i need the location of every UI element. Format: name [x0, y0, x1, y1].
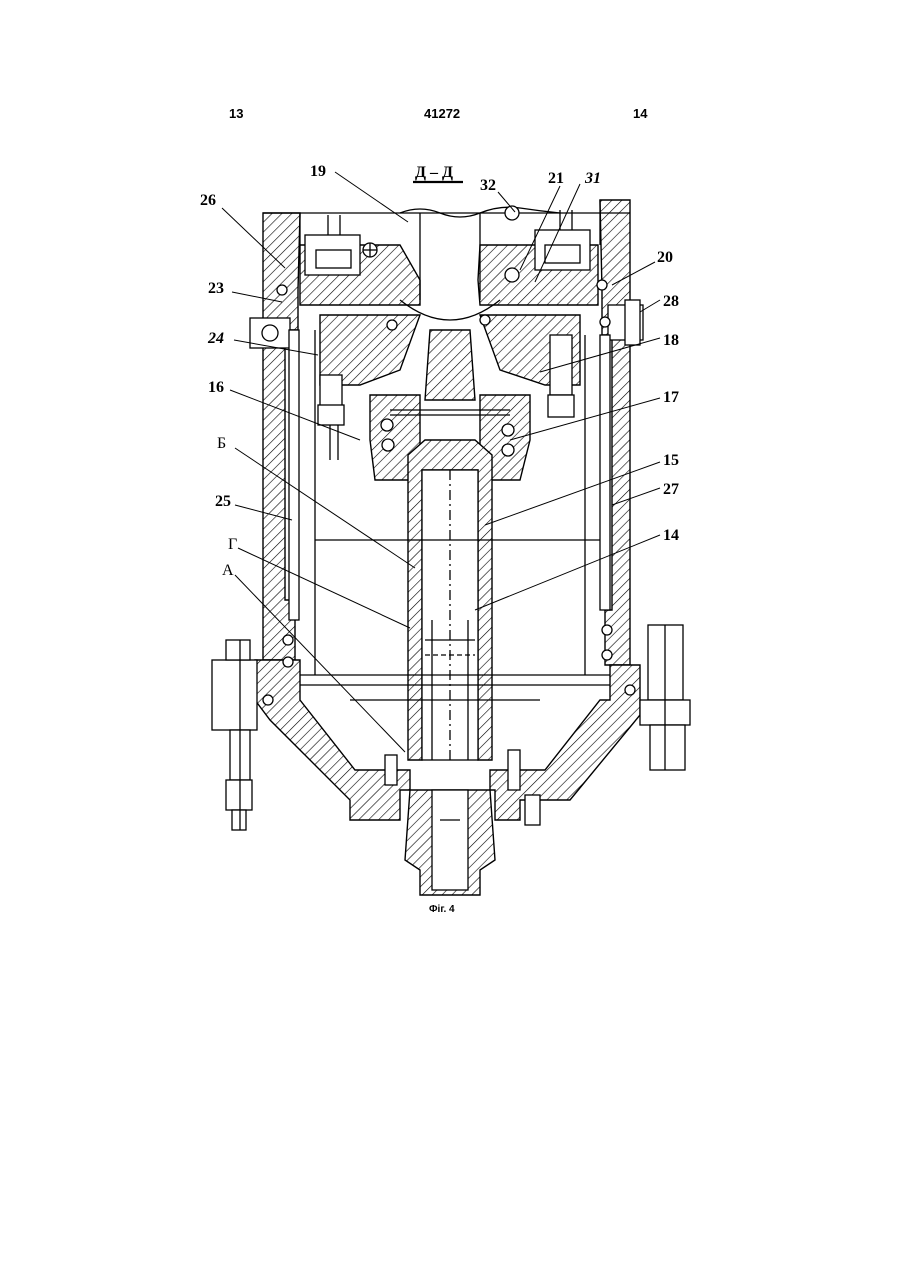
label-17: 17: [663, 389, 679, 406]
left-mount: [212, 640, 257, 830]
label-25: 25: [215, 493, 231, 510]
section-title: Д – Д: [415, 164, 453, 181]
side-bolt-right: [548, 335, 574, 417]
top-right-bracket: [505, 206, 590, 282]
right-mount: [640, 625, 690, 770]
label-28: 28: [663, 293, 679, 310]
central-shaft: [408, 440, 492, 760]
label-24: 24: [207, 330, 224, 347]
label-32: 32: [480, 177, 496, 194]
label-23: 23: [208, 280, 224, 297]
label-27: 27: [663, 481, 679, 498]
label-A: А: [222, 562, 234, 579]
label-16: 16: [208, 379, 224, 396]
label-19: 19: [310, 163, 326, 180]
label-14: 14: [663, 527, 679, 544]
label-20: 20: [657, 249, 673, 266]
clamp-right: [608, 300, 643, 345]
label-G: Г: [228, 536, 237, 553]
figure-caption: Фіг. 4: [429, 904, 455, 915]
side-bolt-left: [318, 375, 344, 460]
rod-27: [600, 335, 610, 610]
label-B: Б: [217, 435, 226, 452]
label-21: 21: [548, 170, 564, 187]
label-26: 26: [200, 192, 216, 209]
label-18: 18: [663, 332, 679, 349]
label-15: 15: [663, 452, 679, 469]
rod-25: [289, 330, 299, 620]
label-31: 31: [584, 170, 601, 187]
